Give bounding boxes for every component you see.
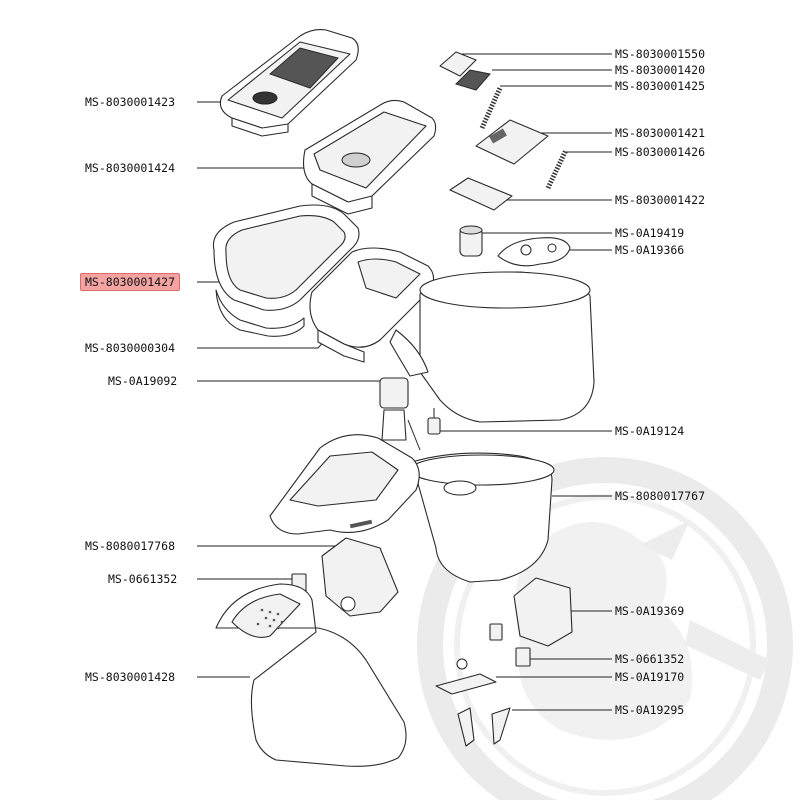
part-panel-frame xyxy=(303,99,437,215)
part-label-8030000304: MS-8030000304 xyxy=(85,341,176,355)
part-springs xyxy=(479,86,569,190)
part-lid-rim xyxy=(212,204,360,337)
part-knob xyxy=(459,225,571,267)
leader-lines xyxy=(197,53,612,711)
part-label-8030001550: MS-8030001550 xyxy=(615,47,706,61)
part-small-components xyxy=(435,577,573,747)
part-label-0661352-right: MS-0661352 xyxy=(615,652,685,666)
part-control-panel xyxy=(219,29,359,137)
part-label-0A19092: MS-0A19092 xyxy=(108,374,178,388)
part-label-8080017767: MS-8080017767 xyxy=(615,489,706,503)
part-label-8030001426: MS-8030001426 xyxy=(615,145,706,159)
part-label-0A19369: MS-0A19369 xyxy=(615,604,685,618)
part-valve-block xyxy=(291,537,399,617)
part-front-cover xyxy=(215,583,407,767)
part-pump xyxy=(379,377,441,451)
part-label-8030001423: MS-8030001423 xyxy=(85,95,176,109)
part-inner-frame xyxy=(269,434,420,535)
part-label-8030001427-highlighted[interactable]: MS-8030001427 xyxy=(80,273,181,291)
part-label-8030001422: MS-8030001422 xyxy=(615,193,706,207)
part-label-8030001420: MS-8030001420 xyxy=(615,63,706,77)
part-label-8030001424: MS-8030001424 xyxy=(85,161,176,175)
part-base xyxy=(409,452,555,583)
part-label-0661352-left: MS-0661352 xyxy=(108,572,178,586)
part-label-0A19366: MS-0A19366 xyxy=(615,243,685,257)
part-label-8080017768: MS-8080017768 xyxy=(85,539,176,553)
part-label-0A19170: MS-0A19170 xyxy=(615,670,685,684)
part-label-8030001428: MS-8030001428 xyxy=(85,670,176,684)
part-label-0A19124: MS-0A19124 xyxy=(615,424,685,438)
part-label-8030001421: MS-8030001421 xyxy=(615,126,706,140)
part-label-8030001425: MS-8030001425 xyxy=(615,79,706,93)
part-tank-lid xyxy=(309,247,435,363)
part-electronics xyxy=(439,51,549,211)
part-label-0A19419: MS-0A19419 xyxy=(615,226,685,240)
watermark-logo xyxy=(417,457,793,800)
part-label-0A19295: MS-0A19295 xyxy=(615,703,685,717)
part-main-shell xyxy=(389,271,595,423)
